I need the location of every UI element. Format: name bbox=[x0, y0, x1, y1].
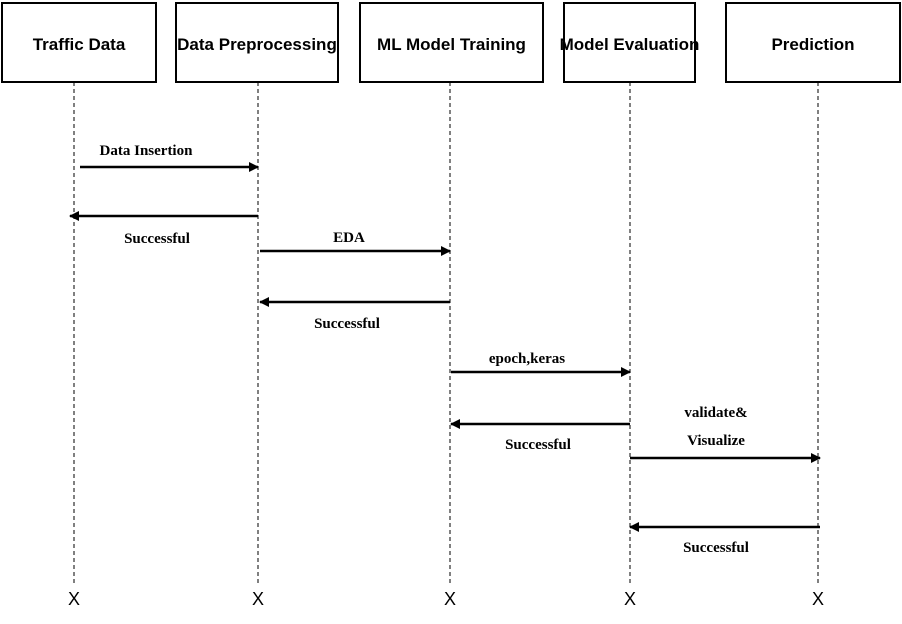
participant-box: Prediction bbox=[725, 2, 901, 83]
message: EDA bbox=[260, 230, 451, 256]
participant-box-frame bbox=[563, 2, 696, 83]
message: Successful bbox=[69, 211, 258, 247]
message-label: Successful bbox=[314, 316, 380, 332]
message-label: Visualize bbox=[687, 433, 745, 449]
lifeline-end-marker: X bbox=[68, 589, 80, 609]
participant-box: ML Model Training bbox=[359, 2, 544, 83]
participant-box-frame bbox=[1, 2, 157, 83]
lifeline-end-marker: X bbox=[624, 589, 636, 609]
message-label: Successful bbox=[505, 437, 571, 453]
participant-box-frame bbox=[175, 2, 339, 83]
lifeline-end-marker: X bbox=[444, 589, 456, 609]
lifeline-end-marker: X bbox=[252, 589, 264, 609]
participant-box-frame bbox=[359, 2, 544, 83]
participant-label: ML Model Training bbox=[377, 35, 526, 54]
message-label: validate& bbox=[684, 405, 747, 421]
message: epoch,keras bbox=[451, 351, 631, 377]
message-label: epoch,keras bbox=[489, 351, 565, 367]
participant-label: Data Preprocessing bbox=[177, 35, 337, 54]
participant-label: Model Evaluation bbox=[560, 35, 700, 54]
participant-box: Data Preprocessing bbox=[175, 2, 339, 83]
message-label: EDA bbox=[333, 230, 365, 246]
participant-label: Prediction bbox=[771, 35, 854, 54]
lifeline-end-marker: X bbox=[812, 589, 824, 609]
message: Successful bbox=[629, 522, 820, 556]
participant-box-frame bbox=[725, 2, 901, 83]
message-label: Successful bbox=[683, 540, 749, 556]
participant-label: Traffic Data bbox=[33, 35, 126, 54]
message: validate&Visualize bbox=[630, 405, 821, 463]
message-label: Successful bbox=[124, 231, 190, 247]
message: Data Insertion bbox=[80, 143, 259, 172]
participant-box: Traffic Data bbox=[1, 2, 157, 83]
message: Successful bbox=[450, 419, 630, 453]
message-label: Data Insertion bbox=[100, 143, 194, 159]
message: Successful bbox=[259, 297, 450, 332]
participant-box: Model Evaluation bbox=[560, 2, 700, 83]
